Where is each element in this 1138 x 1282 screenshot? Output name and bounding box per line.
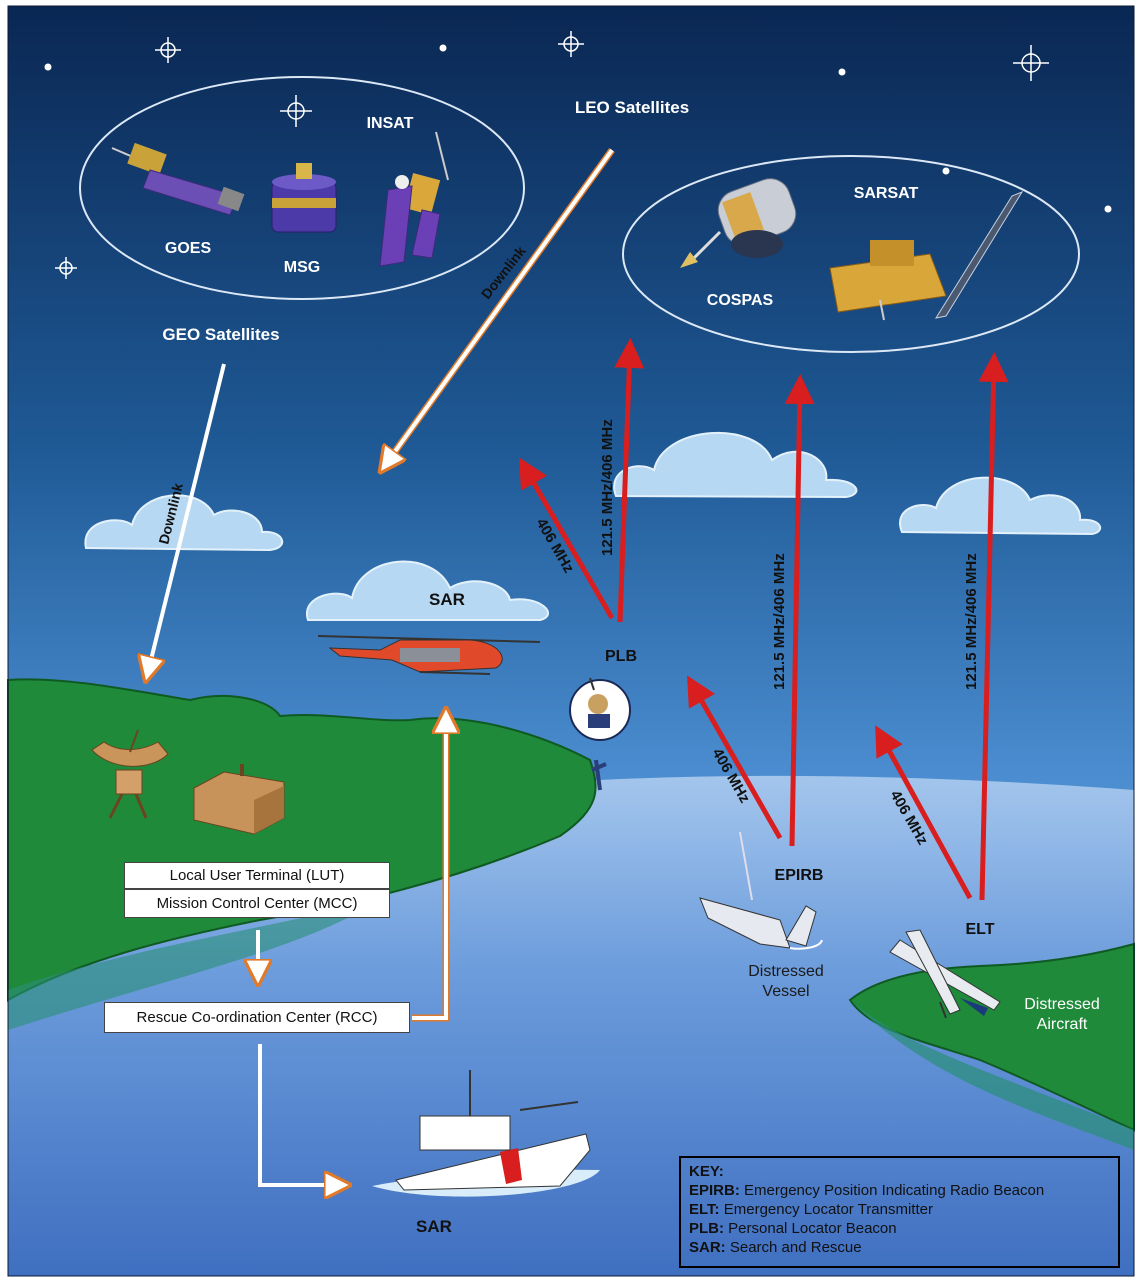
elt-dual-frequency-label: 121.5 MHz/406 MHz <box>963 553 980 690</box>
cospas-satellite-icon <box>680 178 797 268</box>
sar-sea-label: SAR <box>416 1217 452 1236</box>
distressed-aircraft-label-line2: Aircraft <box>1037 1016 1088 1033</box>
leo-satellites-ellipse <box>622 155 1080 353</box>
plb-dual-frequency-label: 121.5 MHz/406 MHz <box>599 419 616 556</box>
legend-item-sar: SAR: Search and Rescue <box>689 1239 862 1256</box>
epirb-label: EPIRB <box>775 867 824 884</box>
sar-boat-icon <box>372 1070 600 1197</box>
distressed-aircraft-icon <box>889 929 1001 1019</box>
sar-helicopter-icon <box>317 635 541 675</box>
msg-label: MSG <box>284 259 320 276</box>
epirb-dual-uplink-arrow <box>784 374 815 847</box>
star-icon <box>838 68 846 76</box>
sarsat-satellite-icon <box>829 190 1024 321</box>
geo-satellites-label: GEO Satellites <box>162 325 279 344</box>
lut-box: Local User Terminal (LUT) <box>124 862 390 889</box>
rcc-to-sar-sea-arrow <box>258 1044 340 1185</box>
legend-item-elt: ELT: Emergency Locator Transmitter <box>689 1201 933 1218</box>
star-icons <box>44 31 1112 279</box>
star-icon <box>55 257 77 279</box>
sar-air-label: SAR <box>429 590 465 609</box>
rcc-to-sar-air-arrow-core <box>412 718 446 1020</box>
star-icon <box>44 63 52 71</box>
leo-downlink-arrow-core <box>386 148 614 464</box>
plb-label: PLB <box>605 648 637 665</box>
distressed-aircraft-label-line1: Distressed <box>1024 996 1100 1013</box>
legend-item-plb: PLB: Personal Locator Beacon <box>689 1220 897 1237</box>
legend-item-epirb: EPIRB: Emergency Position Indicating Rad… <box>689 1182 1045 1199</box>
distressed-vessel-label-line1: Distressed <box>748 963 824 980</box>
geo-satellites-ellipse <box>79 76 525 300</box>
plb-406-uplink-arrow <box>518 457 615 620</box>
distressed-vessel-label-line2: Vessel <box>762 983 809 1000</box>
cloud <box>613 431 858 499</box>
epirb-406-uplink-arrow <box>687 675 783 840</box>
insat-satellite-icon <box>379 131 449 267</box>
cloud <box>305 560 549 621</box>
star-icon <box>558 31 584 57</box>
legend-key: KEY: EPIRB: Emergency Position Indicatin… <box>679 1156 1120 1268</box>
plb-person-icon <box>569 677 631 791</box>
star-icon <box>942 167 950 175</box>
star-icon <box>1013 45 1049 81</box>
diagram-border <box>7 5 1135 1277</box>
star-icon <box>439 44 447 52</box>
cloud <box>899 476 1102 536</box>
cospas-label: COSPAS <box>707 292 774 309</box>
distressed-vessel-icon <box>699 831 823 950</box>
elt-406-uplink-arrow <box>875 725 973 900</box>
shore-shallows <box>8 900 380 1030</box>
star-icon <box>155 37 181 63</box>
mcc-building-icon <box>193 764 285 835</box>
geo-downlink-arrow <box>148 363 226 672</box>
rcc-box: Rescue Co-ordination Center (RCC) <box>104 1002 410 1033</box>
right-shore-shallows <box>850 1000 1134 1150</box>
sarsat-label: SARSAT <box>854 185 919 202</box>
goes-label: GOES <box>165 240 212 257</box>
legend-title: KEY: <box>689 1163 724 1180</box>
lut-antenna-icon <box>91 729 169 819</box>
insat-label: INSAT <box>367 115 414 132</box>
msg-satellite-icon <box>271 163 337 233</box>
elt-dual-uplink-arrow <box>978 352 1009 901</box>
mcc-box: Mission Control Center (MCC) <box>124 889 390 918</box>
star-icon <box>1104 205 1112 213</box>
elt-label: ELT <box>965 921 994 938</box>
star-icon <box>280 95 312 127</box>
goes-satellite-icon <box>111 142 245 216</box>
plb-dual-uplink-arrow <box>614 338 645 623</box>
clouds <box>84 431 1102 621</box>
epirb-dual-frequency-label: 121.5 MHz/406 MHz <box>771 553 788 690</box>
leo-satellites-label: LEO Satellites <box>575 98 689 117</box>
